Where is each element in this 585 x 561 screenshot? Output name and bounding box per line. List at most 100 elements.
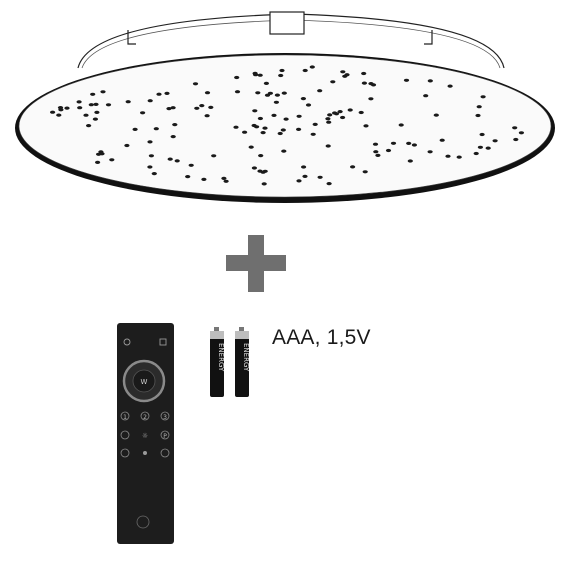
- star-dot: [281, 149, 287, 153]
- star-dot: [257, 73, 263, 77]
- star-dot: [427, 79, 433, 83]
- star-dot: [427, 150, 433, 154]
- star-dot: [350, 165, 356, 169]
- star-dot: [57, 106, 64, 110]
- star-dot: [302, 174, 308, 178]
- star-dot: [94, 110, 100, 114]
- star-dot: [253, 73, 259, 77]
- star-dot: [375, 153, 381, 157]
- star-dot: [50, 110, 56, 114]
- star-dot: [147, 165, 153, 169]
- star-dot: [151, 172, 157, 176]
- star-dot: [251, 166, 257, 170]
- star-dot: [403, 78, 410, 82]
- star-dot: [156, 92, 162, 96]
- star-dot: [172, 123, 178, 127]
- button-p: [160, 430, 170, 440]
- star-dot: [398, 123, 404, 127]
- star-dot: [234, 90, 241, 94]
- star-dot: [279, 68, 285, 73]
- star-dot: [83, 113, 89, 117]
- star-dot: [310, 132, 316, 136]
- star-dot: [480, 95, 486, 99]
- star-dot: [406, 141, 412, 145]
- star-dot: [105, 103, 112, 107]
- star-dot: [326, 182, 332, 186]
- star-dot: [93, 102, 99, 106]
- star-dot: [512, 126, 518, 130]
- star-dot: [327, 113, 333, 117]
- star-dot: [447, 84, 453, 88]
- star-dot: [340, 70, 346, 74]
- star-dot: [76, 100, 82, 104]
- star-dot: [385, 148, 392, 153]
- battery-spec-label: AAA, 1,5V: [272, 326, 371, 349]
- star-dot: [473, 151, 479, 156]
- star-dot: [233, 125, 239, 129]
- star-dot: [263, 81, 269, 85]
- star-dot: [358, 110, 364, 115]
- star-dot: [98, 150, 104, 154]
- sun-small-icon: [143, 451, 147, 455]
- star-dot: [262, 169, 268, 173]
- star-dot: [281, 91, 287, 95]
- star-dot: [317, 175, 323, 179]
- button-7: [160, 448, 170, 458]
- star-dot: [255, 91, 261, 95]
- star-dot: [273, 100, 279, 104]
- button-3-label: 3: [163, 414, 167, 421]
- star-dot: [370, 83, 377, 87]
- battery-left-cap: [210, 331, 224, 339]
- star-dot: [373, 150, 379, 154]
- star-dot: [192, 82, 199, 86]
- star-dot: [296, 114, 302, 118]
- star-dot: [340, 115, 346, 120]
- star-dot: [337, 110, 343, 114]
- star-dot: [174, 159, 180, 163]
- star-dot: [170, 135, 176, 139]
- star-dot: [283, 117, 289, 121]
- star-dot: [361, 81, 367, 85]
- plus-horizontal-bar: [226, 255, 286, 271]
- star-dot: [513, 137, 519, 142]
- star-dot: [271, 113, 277, 117]
- panel-face: [18, 54, 552, 198]
- star-dot: [147, 140, 153, 144]
- star-dot: [140, 111, 146, 115]
- battery-right-brand: ENERGY: [242, 343, 250, 372]
- star-dot: [211, 154, 217, 158]
- star-dot: [92, 117, 98, 121]
- star-dot: [260, 131, 266, 135]
- star-dot: [475, 113, 481, 118]
- star-dot: [204, 91, 211, 95]
- star-dot: [257, 169, 263, 173]
- star-dot: [95, 160, 101, 164]
- star-dot: [170, 106, 176, 110]
- bottom-button: [136, 515, 150, 529]
- star-dot: [223, 179, 229, 183]
- star-dot: [167, 157, 173, 161]
- night-mode-icon: [159, 338, 167, 346]
- star-dot: [309, 65, 315, 69]
- button-3: [160, 411, 170, 421]
- star-dot: [248, 145, 254, 149]
- star-dot: [433, 113, 439, 117]
- button-2-label: 2: [143, 414, 147, 421]
- star-dot: [368, 97, 374, 101]
- star-dot: [372, 142, 379, 146]
- battery-right-body: [235, 331, 249, 397]
- star-dot: [185, 175, 191, 179]
- star-dot: [109, 158, 115, 162]
- star-dot: [166, 107, 172, 111]
- battery-left-terminal: [214, 327, 219, 332]
- star-dot: [296, 127, 302, 131]
- button-2: [140, 411, 150, 421]
- star-dot: [326, 120, 332, 124]
- star-dot: [363, 124, 369, 128]
- star-dot: [390, 141, 397, 145]
- star-dot: [277, 131, 283, 136]
